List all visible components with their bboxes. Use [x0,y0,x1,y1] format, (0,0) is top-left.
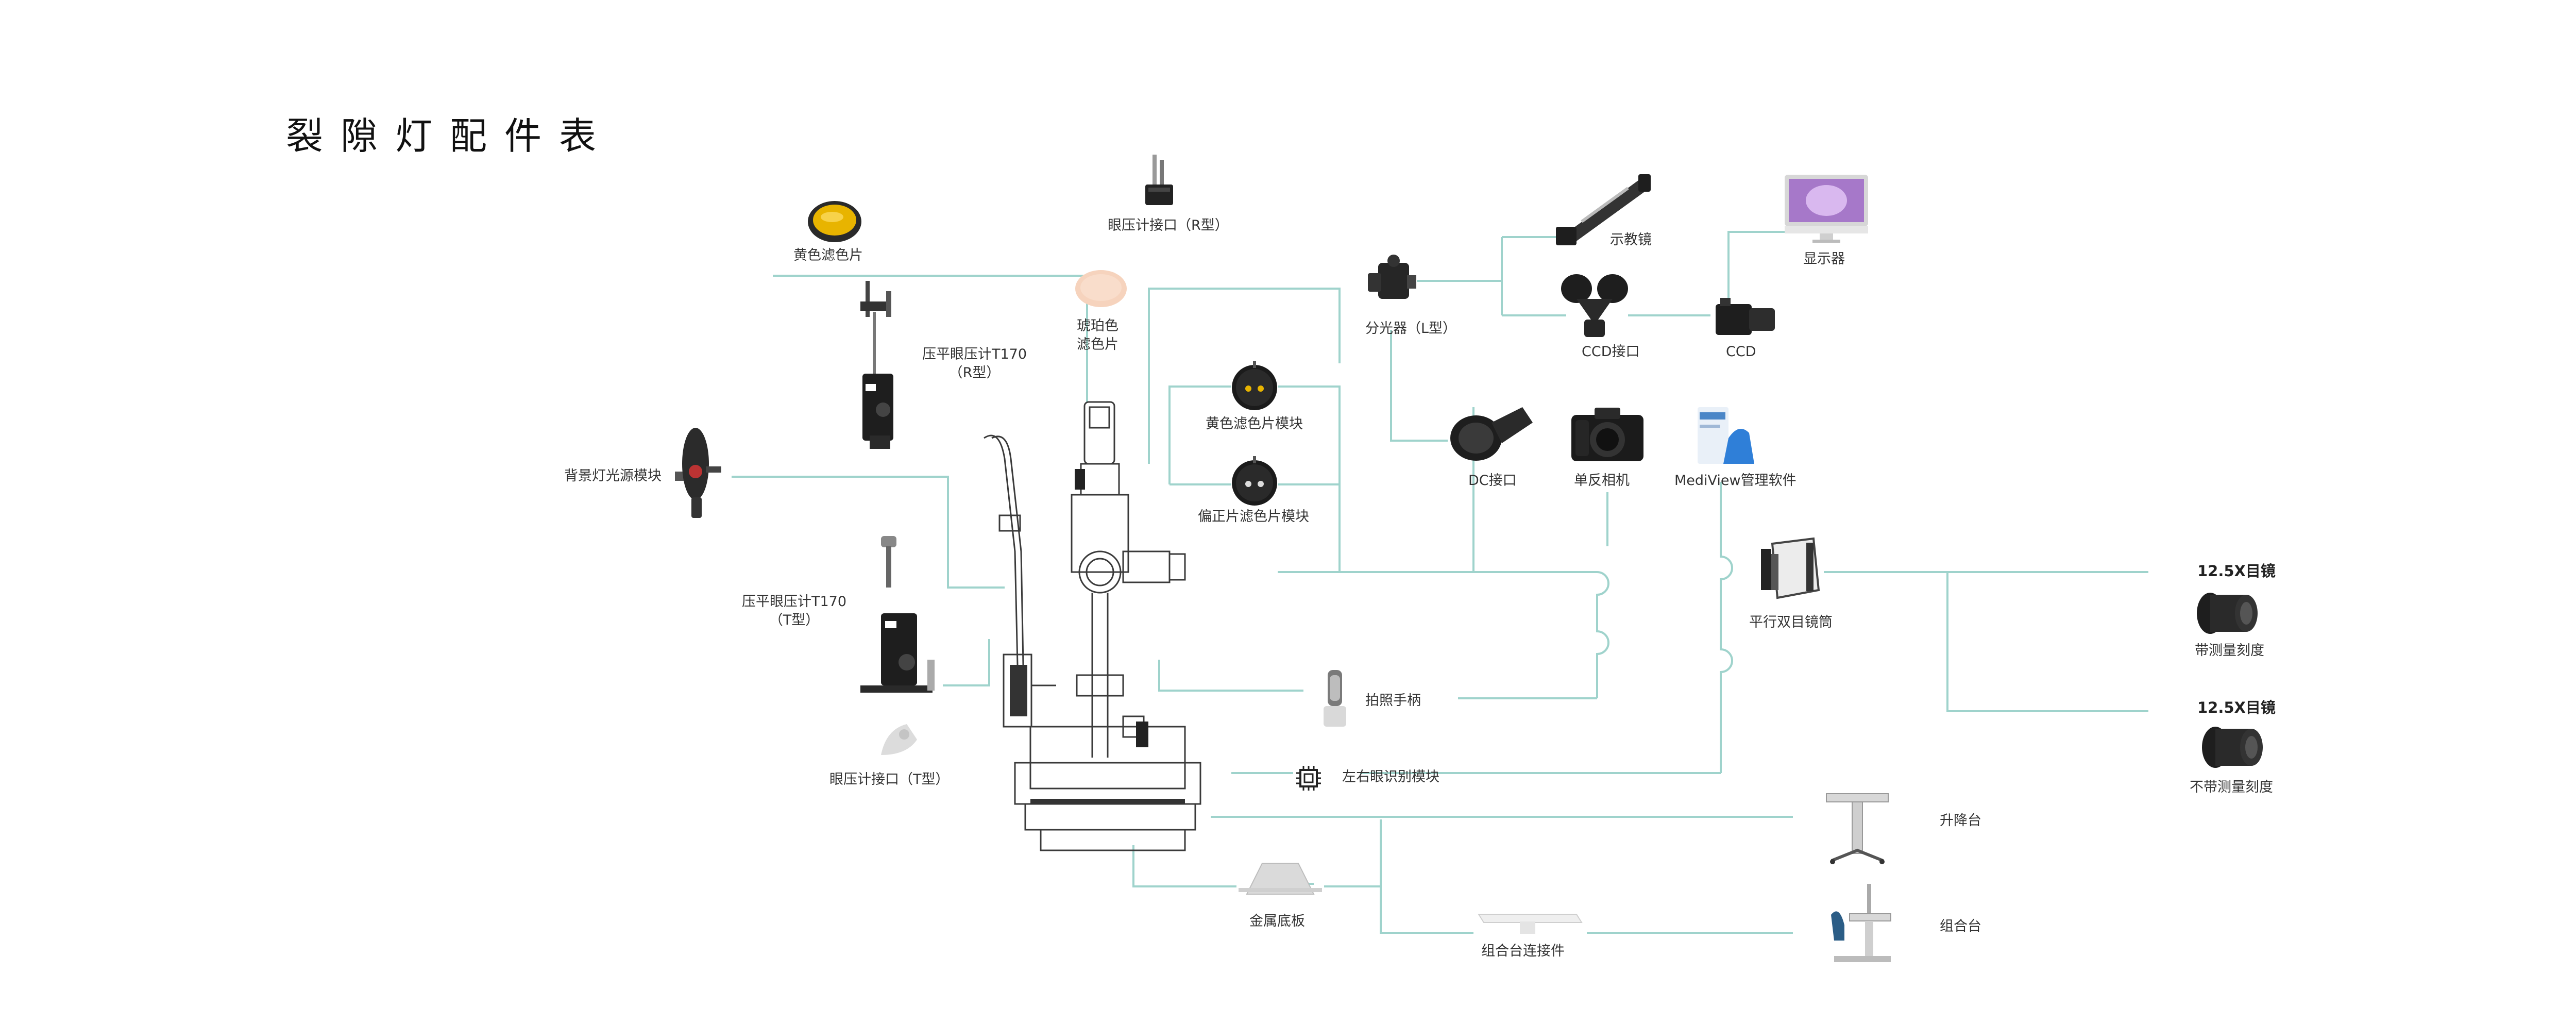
backlight-module-icon [675,428,721,518]
mediview-software-icon [1698,407,1754,464]
label-ccd: CCD [1726,344,1756,360]
label-lr-eye-module: 左右眼识别模块 [1342,769,1439,785]
label-slr-camera: 单反相机 [1574,473,1630,489]
eyepiece-icon [2202,727,2263,768]
label-teaching-scope: 示教镜 [1610,232,1652,248]
label-tonometer-t170-r: 压平眼压计T170 （R型） [922,346,1027,381]
dc-port-icon [1450,407,1533,461]
label-binocular-tube: 平行双目镜筒 [1749,614,1833,630]
label-backlight: 背景灯光源模块 [564,468,662,484]
label-tonometer-port-r: 眼压计接口（R型） [1108,217,1229,233]
label-lift-table: 升降台 [1940,813,1981,829]
label-eyepiece-1-sub: 带测量刻度 [2195,643,2264,659]
ccd-port-icon [1561,274,1628,337]
metal-base-icon [1239,863,1322,895]
label-amber-filter: 琥珀色 滤色片 [1077,318,1118,353]
combo-connector-icon [1478,914,1583,934]
label-metal-base: 金属底板 [1249,913,1305,929]
slit-lamp-icon [984,401,1201,851]
yellow-filter-module-icon [1232,361,1277,410]
label-combo-table: 组合台 [1940,918,1981,934]
label-photo-handle: 拍照手柄 [1365,693,1421,709]
beam-splitter-icon [1368,255,1416,299]
tonometer-port-r-icon [1145,155,1173,205]
label-yellow-filter: 黄色滤色片 [793,247,863,263]
ccd-camera-icon [1716,298,1775,335]
tonometer-t170-t-icon [860,536,935,693]
page-title: 裂隙灯配件表 [286,114,614,158]
label-tonometer-port-t: 眼压计接口（T型） [829,772,950,787]
polarizer-module-icon [1232,456,1277,506]
label-combo-connector: 组合台连接件 [1481,943,1565,959]
label-eyepiece-1-title: 12.5X目镜 [2197,562,2276,580]
yellow-filter-disc-icon [808,201,861,242]
chip-module-icon [1296,766,1321,791]
eyepiece-icon [2197,593,2258,634]
label-monitor: 显示器 [1803,251,1845,267]
label-beam-splitter: 分光器（L型） [1365,321,1457,337]
teaching-scope-icon [1556,174,1651,245]
label-tonometer-t170-t: 压平眼压计T170 （T型） [742,594,847,628]
label-dc-port: DC接口 [1468,473,1517,489]
tonometer-t170-r-icon [860,281,893,449]
lift-table-icon [1826,793,1889,864]
amber-filter-disc-icon [1075,270,1127,307]
binocular-tube-icon [1761,537,1820,599]
label-polarizer-module: 偏正片滤色片模块 [1198,509,1309,525]
label-mediview: MediView管理软件 [1674,473,1797,489]
monitor-icon [1785,175,1868,243]
label-yellow-filter-module: 黄色滤色片模块 [1206,416,1303,432]
label-ccd-port: CCD接口 [1582,344,1640,360]
label-eyepiece-2-title: 12.5X目镜 [2197,699,2276,716]
slr-camera-icon [1571,408,1643,461]
label-eyepiece-2-sub: 不带测量刻度 [2190,779,2273,795]
combo-table-icon [1831,884,1891,962]
tonometer-port-t-icon [881,724,917,755]
photo-handle-icon [1324,670,1346,727]
